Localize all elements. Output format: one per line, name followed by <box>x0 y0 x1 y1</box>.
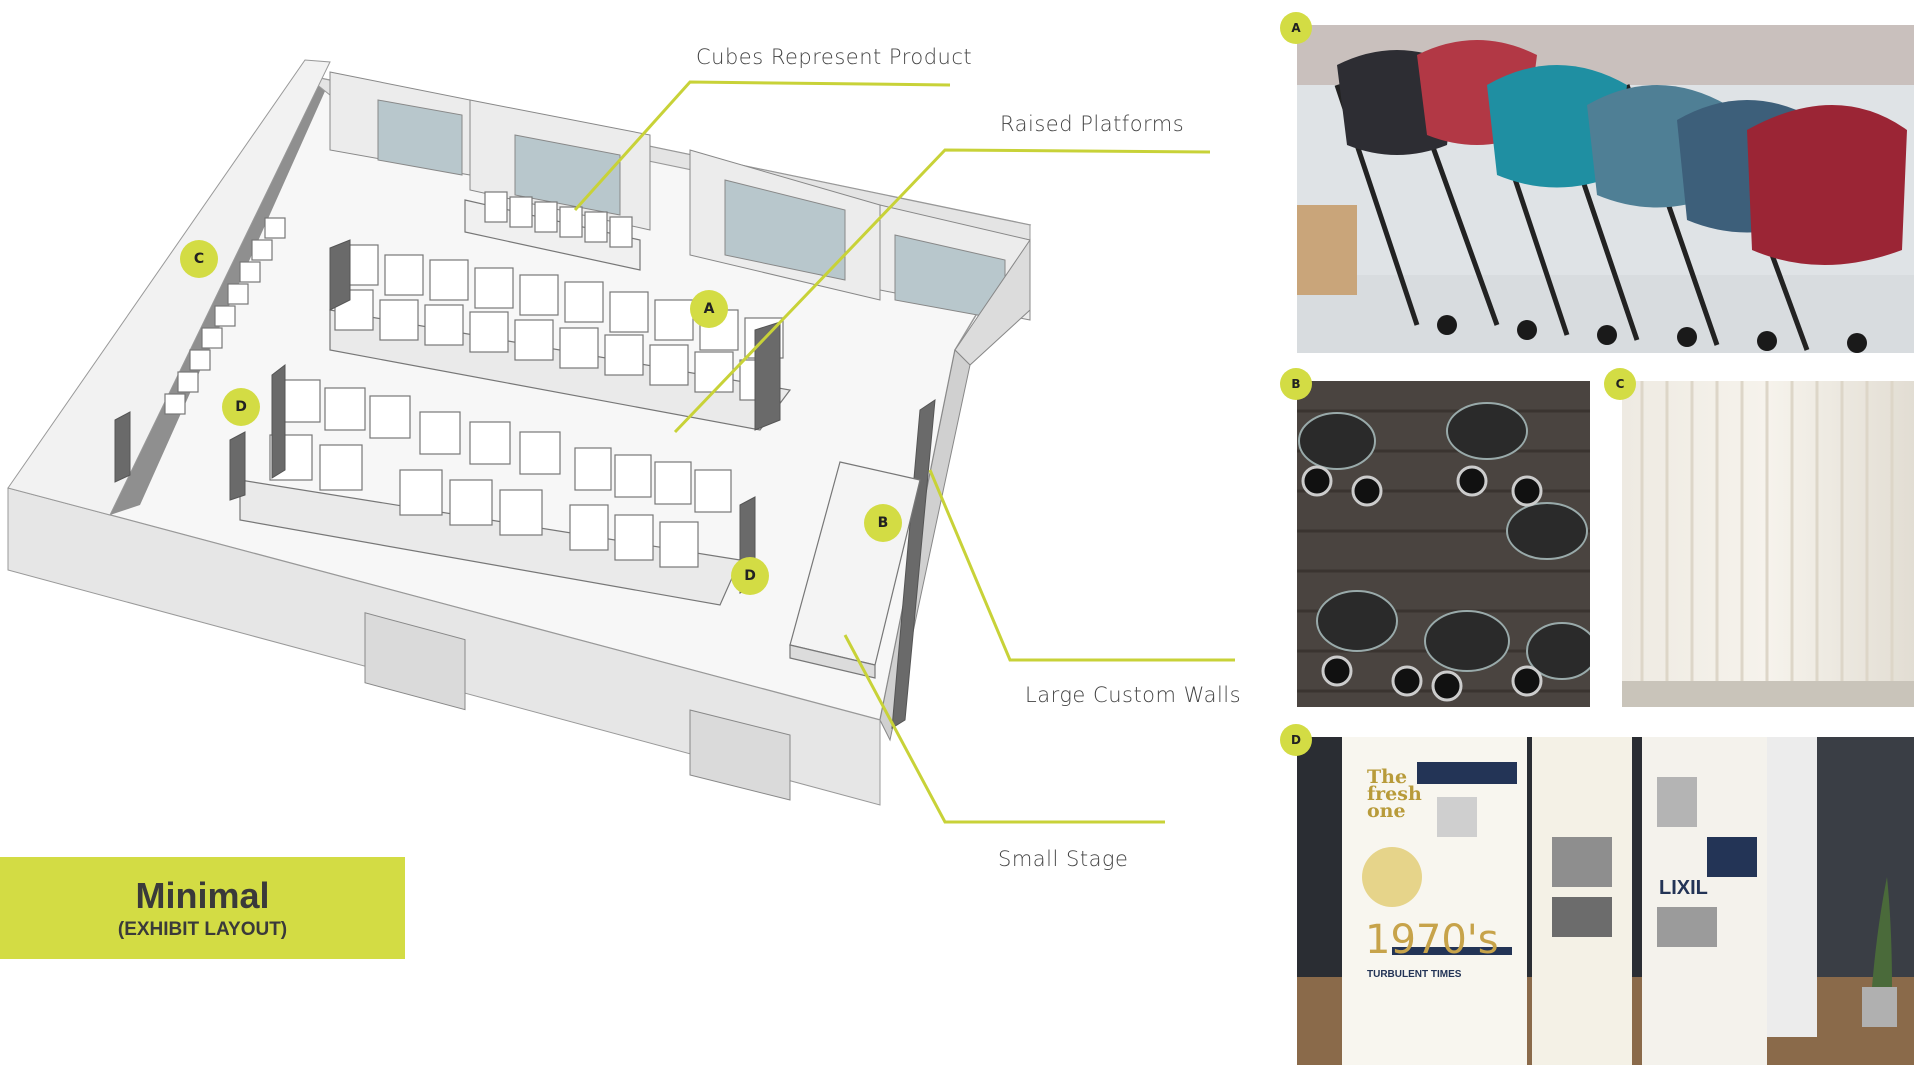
photo-label-a: A <box>1280 12 1312 44</box>
cubes-back-row <box>464 191 641 271</box>
raised-platform-2 <box>239 379 741 606</box>
photo-d-exhibit-banners: The fresh one 1970's TURBULENT TIMES LIX… <box>1297 737 1914 1065</box>
photo-b-wall-mounted-strollers <box>1297 381 1590 707</box>
photo-c-curtain-wall <box>1622 381 1914 707</box>
front-door <box>689 709 791 801</box>
plan-marker-d-right: D <box>731 557 769 595</box>
poster-decade-text: 1970's <box>1365 917 1499 963</box>
banner-1 <box>1342 737 1527 1065</box>
photo-label-b: B <box>1280 368 1312 400</box>
plan-marker-b: B <box>864 504 902 542</box>
callout-lines <box>573 80 1235 824</box>
poster-subtitle-text: TURBULENT TIMES <box>1367 969 1462 980</box>
photo-label-d: D <box>1280 724 1312 756</box>
plan-marker-c: C <box>180 240 218 278</box>
floor-plan-drawing <box>7 59 1235 824</box>
exhibit-floor-plan: Cubes Represent Product Raised Platforms… <box>7 45 1242 871</box>
callout-small-stage: Small Stage <box>998 847 1129 871</box>
plan-marker-d-left: D <box>222 388 260 426</box>
callout-raised-platforms: Raised Platforms <box>1000 112 1185 136</box>
poster-fresh-text: The fresh one <box>1367 766 1422 822</box>
layout-subtitle: (EXHIBIT LAYOUT) <box>117 919 288 940</box>
callout-cubes-represent-product: Cubes Represent Product <box>696 45 973 69</box>
callout-large-custom-walls: Large Custom Walls <box>1025 683 1242 707</box>
layout-title: Minimal <box>135 875 270 916</box>
plan-marker-a: A <box>690 290 728 328</box>
poster-brand-logo: LIXIL <box>1659 877 1708 899</box>
photo-a-stroller-display <box>1297 25 1914 353</box>
photo-label-c: C <box>1604 368 1636 400</box>
cubes-left-wall <box>164 217 286 415</box>
left-wall-top <box>7 59 331 516</box>
layout-title-box: Minimal (EXHIBIT LAYOUT) <box>0 857 405 959</box>
